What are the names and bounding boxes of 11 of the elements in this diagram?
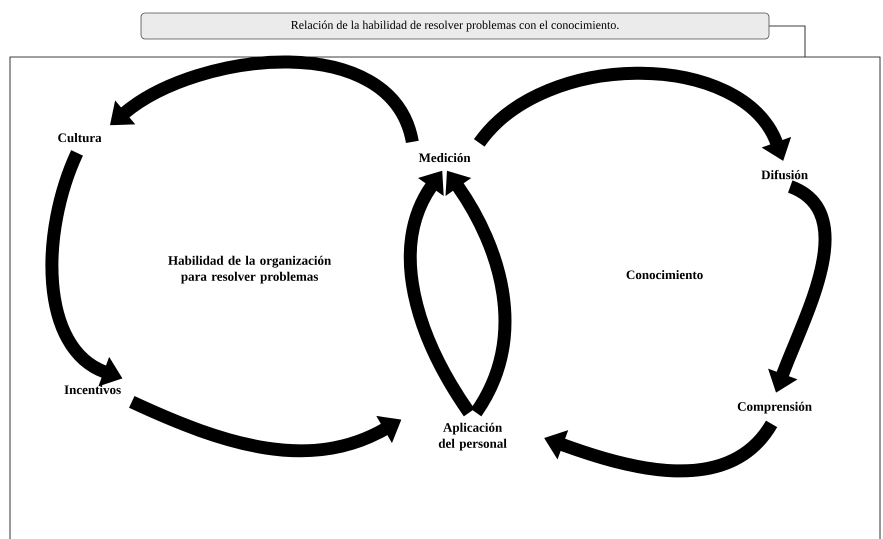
node-label: Comprensión: [738, 402, 812, 414]
node-label: Medición: [418, 153, 470, 162]
node-label: Cultura: [58, 133, 102, 142]
node-label: Habilidad de la organización para resolver problemas: [168, 256, 332, 284]
node-label: Incentivos: [64, 385, 121, 394]
node-label: Difusión: [761, 170, 808, 180]
node-label: Conocimiento: [626, 270, 703, 280]
title-box: Relación de la habilidad de resolver problemas con el conocimiento.: [140, 12, 770, 40]
connector-line: [769, 26, 806, 57]
diagram-frame: [10, 56, 880, 539]
node-label: Aplicación del personal: [438, 422, 507, 450]
